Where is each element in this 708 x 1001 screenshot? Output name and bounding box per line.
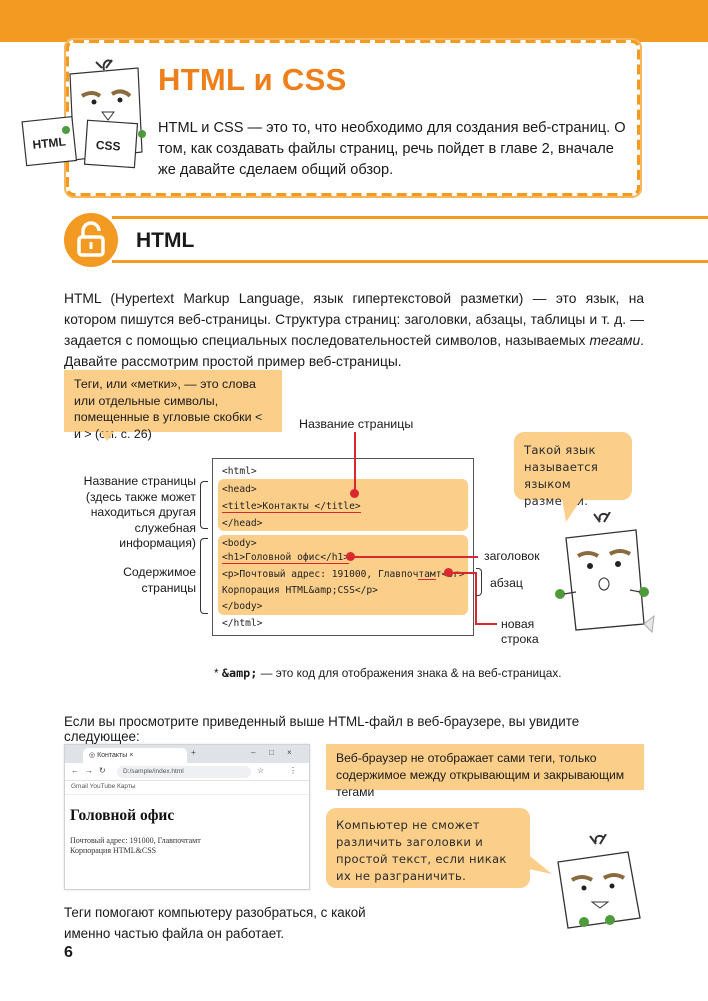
section-paragraph: HTML (Hypertext Markup Language, язык ги…	[64, 291, 644, 369]
code-line: <title>Контакты </title>	[222, 501, 361, 513]
bookmarks-bar[interactable]: Gmail YouTube Карты	[65, 781, 309, 795]
bubble-tail	[520, 848, 552, 874]
browser-intro-text: Если вы просмотрите приведенный выше HTM…	[64, 714, 580, 744]
code-line: <h1>Головной офис</h1>	[222, 552, 350, 564]
code-line: </html>	[222, 618, 263, 629]
new-tab-icon[interactable]: +	[191, 748, 196, 757]
browser-window: ◎ Контакты × + – □ × ← → ↻ D:/sample/ind…	[64, 744, 310, 890]
close-tab-icon[interactable]: ×	[129, 752, 134, 759]
menu-icon[interactable]: ⋮	[289, 766, 297, 775]
code-line: </body>	[222, 601, 263, 612]
code-line: <html>	[222, 466, 257, 477]
body-bracket	[200, 538, 208, 614]
card-css-text: CSS	[95, 138, 121, 154]
heading-connector	[350, 556, 478, 558]
rendered-heading: Головной офис	[70, 807, 175, 824]
code-line: <head>	[222, 484, 257, 495]
newline-connector-h2	[475, 623, 497, 625]
browser-toolbar: ← → ↻ D:/sample/index.html ☆ ⋮	[65, 763, 309, 781]
paragraph-bracket	[476, 568, 482, 596]
speech-bubble-tags: Компьютер не сможет различить заголовки …	[326, 808, 530, 888]
minimize-icon[interactable]: –	[251, 748, 256, 757]
browser-tab[interactable]: ◎ Контакты ×	[83, 748, 187, 763]
newline-connector-v	[475, 572, 477, 624]
callout-tail	[100, 432, 114, 441]
mascot-character	[555, 512, 655, 634]
page-number: 6	[64, 944, 73, 961]
close-window-icon[interactable]: ×	[287, 748, 292, 757]
section-rule-bottom	[112, 260, 708, 263]
title-connector-dot	[350, 489, 359, 498]
forward-icon[interactable]: →	[85, 766, 93, 775]
top-band	[0, 0, 708, 42]
label-newline: новая строка	[501, 617, 539, 646]
title-connector	[354, 432, 356, 494]
mascot-cards-illustration: HTML CSS	[21, 59, 146, 169]
br-underline	[418, 579, 436, 580]
label-heading: заголовок	[484, 549, 540, 563]
intro-title: HTML и CSS	[158, 62, 347, 97]
card-html-text: HTML	[32, 134, 67, 151]
address-bar[interactable]: D:/sample/index.html	[117, 766, 251, 778]
label-body-section: Содержимое страницы	[123, 565, 196, 595]
back-icon[interactable]: ←	[71, 766, 79, 775]
label-head-section: Название страницы (здесь также может нах…	[83, 474, 196, 550]
code-line: </head>	[222, 518, 263, 529]
section-rule-top	[112, 216, 708, 219]
intro-text: HTML и CSS — это то, что необходимо для …	[158, 120, 626, 178]
reload-icon[interactable]: ↻	[99, 766, 106, 775]
browser-tabbar: ◎ Контакты × + – □ ×	[65, 745, 309, 763]
label-paragraph: абзац	[490, 576, 523, 590]
browser-note: Веб-браузер не отображает сами теги, тол…	[326, 744, 644, 799]
padlock-icon	[77, 221, 105, 257]
code-line: <body>	[222, 538, 257, 549]
mascot-character	[557, 834, 641, 929]
code-line: <p>Почтовый адрес: 191000, Главпочтамт<b…	[222, 569, 465, 580]
head-bracket	[200, 481, 208, 529]
section-title: HTML	[136, 229, 195, 252]
star-icon[interactable]: ☆	[257, 766, 265, 775]
label-page-title: Название страницы	[299, 417, 414, 431]
bubble-tail	[562, 498, 582, 522]
section-badge	[64, 213, 118, 267]
footnote: * &amp; — это код для отображения знака …	[214, 666, 562, 680]
maximize-icon[interactable]: □	[269, 748, 274, 757]
intro-box	[64, 38, 642, 198]
bottom-text: Теги помогают компьютеру разобраться, с …	[64, 905, 366, 941]
newline-connector-h	[448, 572, 476, 574]
tag-definition-callout: Теги, или «метки», — это слова или отдел…	[64, 370, 282, 441]
code-line: Корпорация HTML&amp;CSS</p>	[222, 585, 378, 596]
speech-bubble-markup: Такой язык называется языком разметки.	[514, 432, 632, 508]
body-band	[218, 535, 468, 615]
head-band	[218, 479, 468, 531]
globe-icon: ◎	[89, 752, 98, 759]
